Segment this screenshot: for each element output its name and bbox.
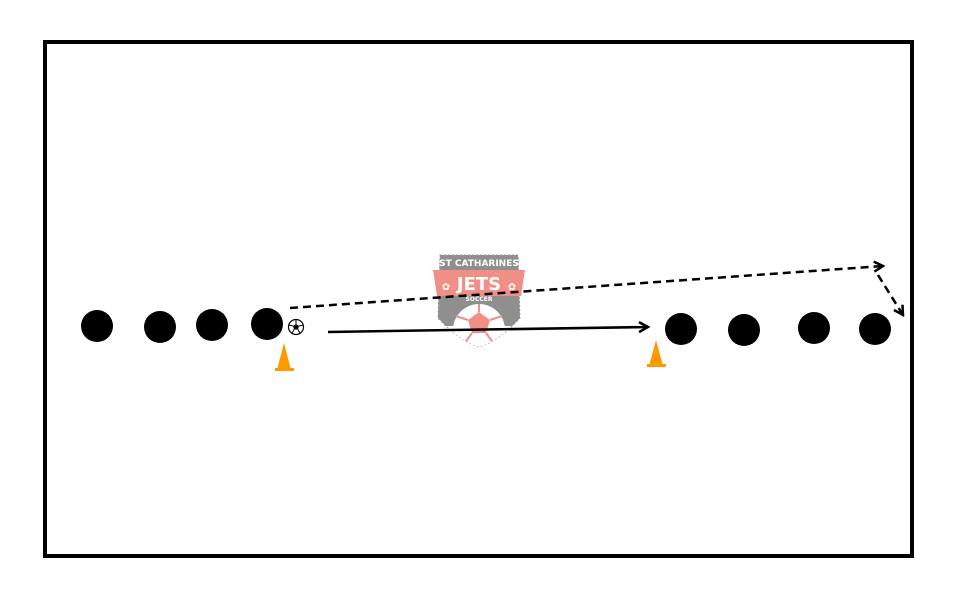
svg-text:ST CATHARINES: ST CATHARINES	[439, 259, 519, 269]
cone-icon	[649, 340, 663, 366]
player	[196, 309, 228, 341]
soccer-ball-icon	[287, 318, 305, 336]
svg-text:✿: ✿	[442, 282, 450, 293]
right-player-group	[665, 312, 891, 346]
player	[798, 312, 830, 344]
svg-text:JETS: JETS	[455, 274, 501, 295]
cone-icon	[277, 343, 291, 370]
pass-arrow	[327, 327, 648, 334]
left-player-group	[81, 308, 283, 343]
svg-text:✿: ✿	[508, 282, 516, 293]
player	[81, 310, 113, 342]
player	[665, 313, 697, 345]
run-path-dashed-return	[876, 274, 903, 315]
player	[251, 308, 283, 340]
svg-text:SOCCER: SOCCER	[466, 296, 493, 303]
player	[859, 313, 891, 345]
player	[728, 314, 760, 346]
cone-base	[275, 368, 294, 371]
cone-base	[647, 364, 666, 367]
player	[144, 311, 176, 343]
run-path-dashed	[289, 266, 883, 310]
